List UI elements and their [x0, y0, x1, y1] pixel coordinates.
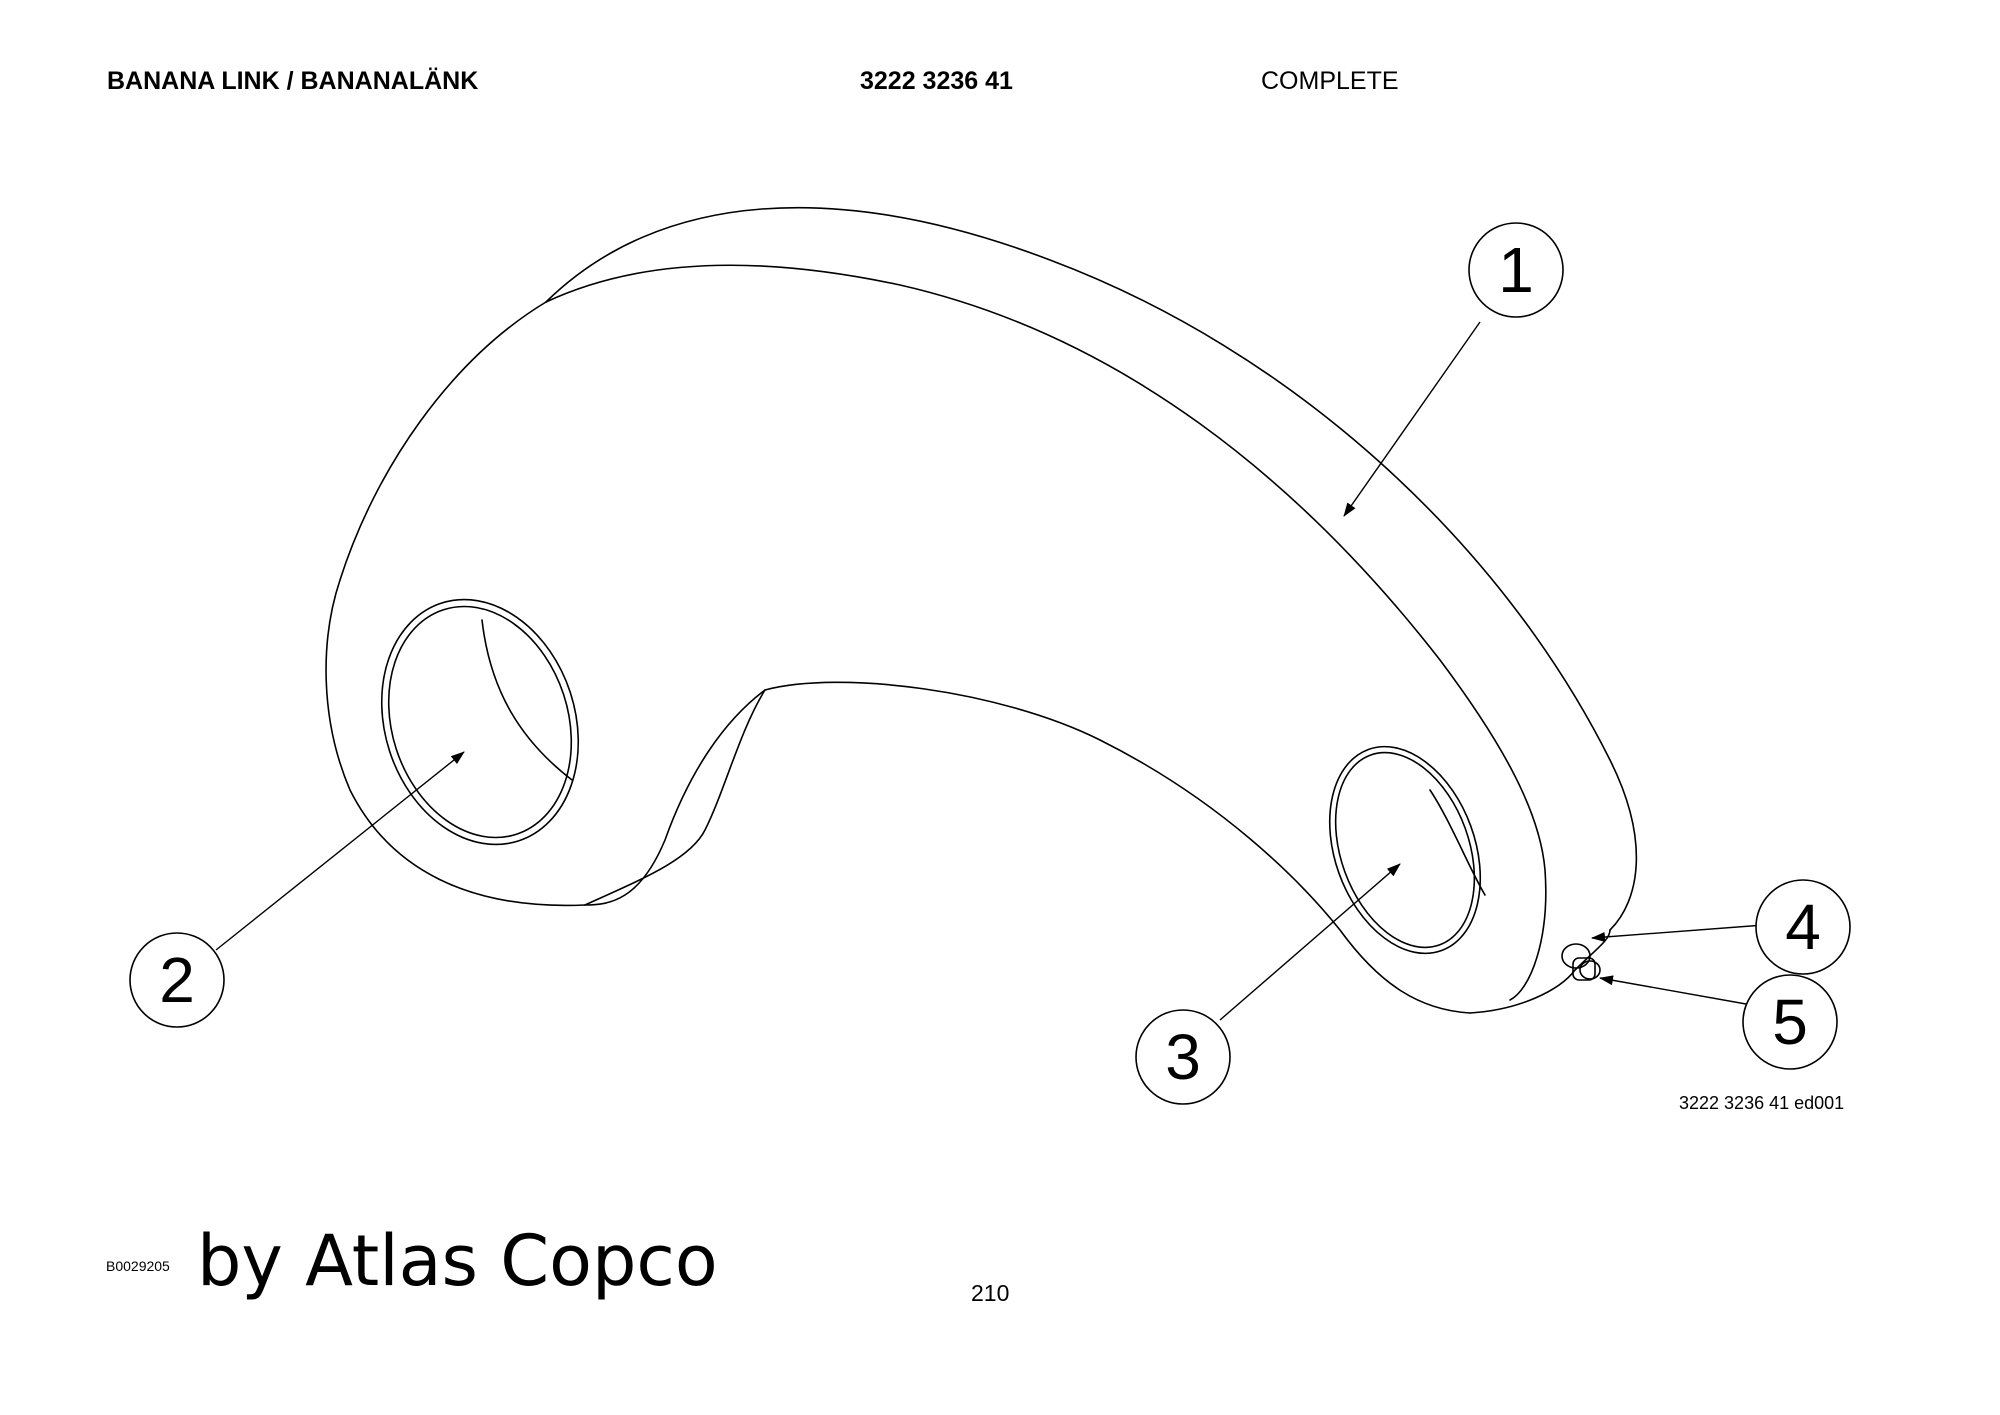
left-bushing-outer	[380, 598, 580, 846]
right-bore-depth-edge	[1429, 789, 1486, 896]
callout-leaders	[215, 321, 1765, 1021]
left-bushing-inner	[387, 605, 573, 839]
right-bushing-outer	[1328, 745, 1482, 955]
left-bore-depth-edge	[481, 619, 573, 781]
grease-nipple-washer	[1561, 943, 1591, 969]
callout-label-3: 3	[1165, 1021, 1201, 1093]
callout-circle-5	[1742, 974, 1838, 1070]
callout-label-1: 1	[1498, 234, 1534, 306]
part-number: 3222 3236 41	[860, 67, 1013, 95]
leader-5	[1599, 975, 1747, 1005]
link-back-edge	[545, 206, 1638, 931]
callout-labels: 1 2 3 4 5	[159, 234, 1821, 1093]
link-front-top-edge	[545, 264, 1547, 1001]
brand-tagline: by Atlas Copco	[197, 1220, 718, 1302]
callout-circle-1	[1468, 222, 1564, 318]
callout-label-4: 4	[1785, 891, 1821, 963]
callout-circle-3	[1135, 1009, 1231, 1105]
callout-label-2: 2	[159, 944, 195, 1016]
assembly-status: COMPLETE	[1261, 67, 1399, 95]
grease-nipple-tip	[1579, 960, 1601, 980]
link-inner-arch	[764, 681, 1471, 1014]
link-inner-arch-side	[584, 689, 766, 906]
document-id: B0029205	[106, 1258, 170, 1274]
leader-3	[1219, 863, 1401, 1021]
right-bushing-inner	[1334, 751, 1476, 949]
page-number: 210	[971, 1280, 1010, 1306]
grease-nipple-body	[1572, 957, 1596, 981]
leader-2	[215, 751, 465, 951]
callout-balloons	[129, 222, 1851, 1105]
leader-4	[1591, 924, 1765, 943]
link-left-contour	[325, 301, 586, 907]
banana-link-part	[325, 206, 1638, 1014]
callout-label-5: 5	[1772, 986, 1808, 1058]
drawing-title: BANANA LINK / BANANALÄNK	[107, 67, 479, 95]
callout-circle-2	[129, 932, 225, 1028]
leader-1	[1343, 321, 1481, 517]
drawing-reference-id: 3222 3236 41 ed001	[1679, 1093, 1845, 1113]
callout-circle-4	[1755, 879, 1851, 975]
link-left-bottom-edge	[584, 689, 766, 906]
